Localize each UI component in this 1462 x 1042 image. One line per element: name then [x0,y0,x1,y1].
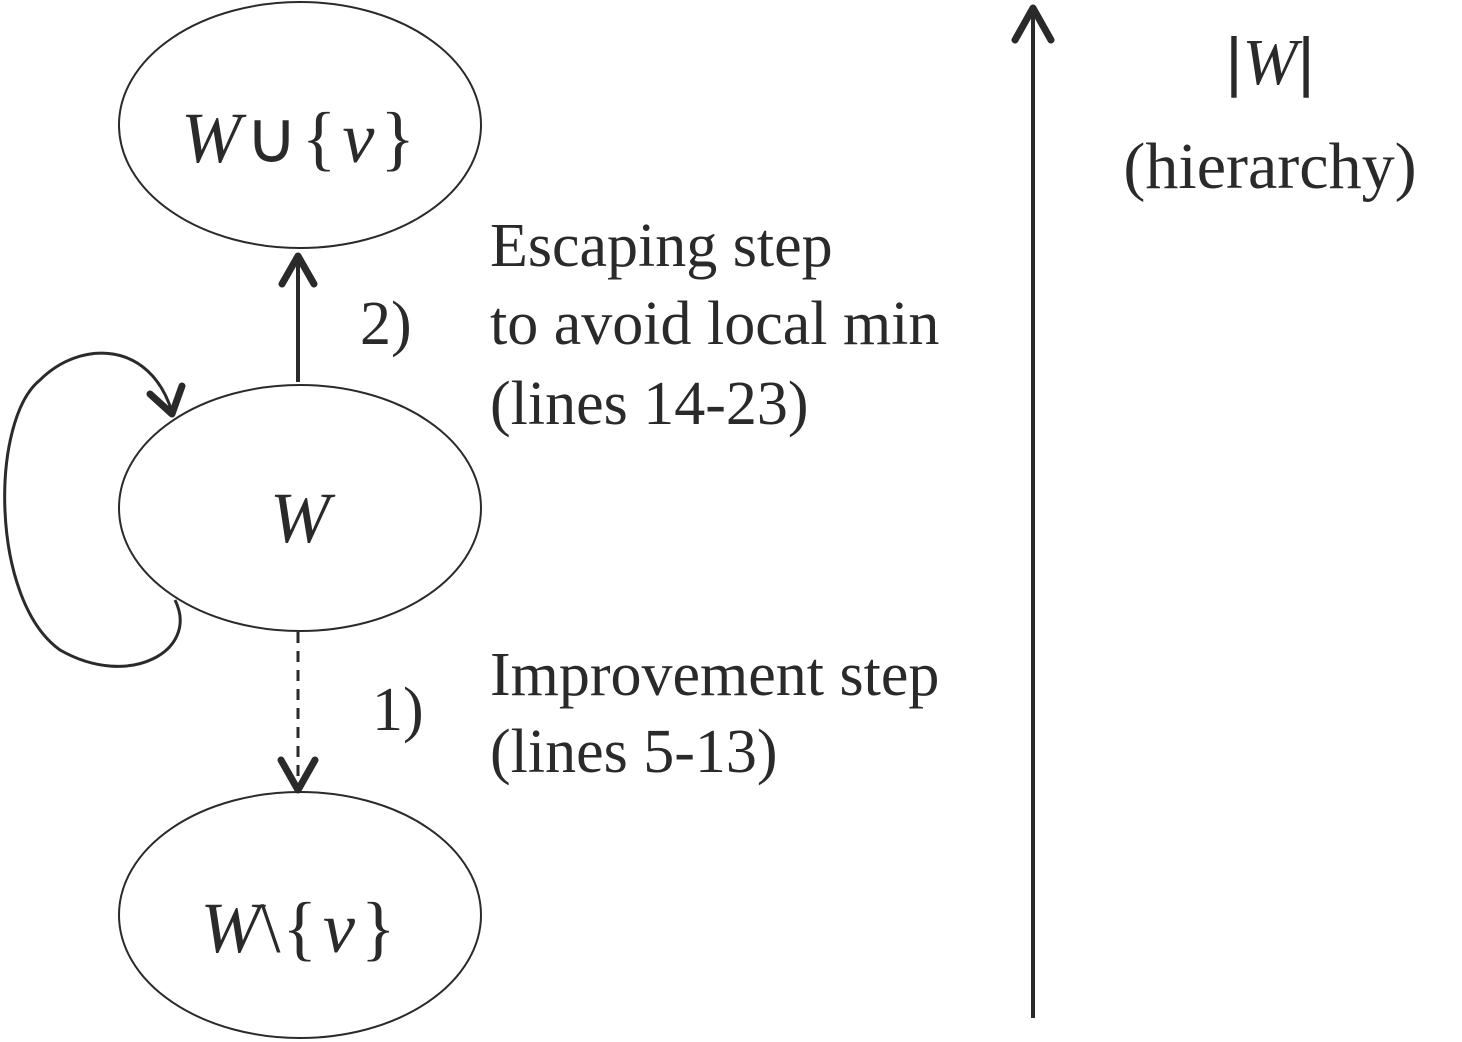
improvement-arrow [277,632,319,794]
escaping-arrow [278,252,318,382]
node-w-minus-v-open-brace: { [282,888,317,968]
escaping-step-line-1: Escaping step [490,212,833,280]
set-minus-symbol: \ [260,888,280,968]
hierarchy-axis-arrow-head [1011,4,1055,44]
hierarchy-axis [1011,4,1055,1018]
axis-size-label: |W| [1225,24,1314,99]
node-w-union-v-close-brace: } [380,98,415,178]
improvement-step-line-2: (lines 5-13) [490,718,778,786]
node-w-ellipse [118,384,482,632]
node-w-union-v-var: v [342,98,374,178]
self-loop-path [3,351,182,668]
self-loop-arrow [3,351,186,668]
node-w-minus-v-close-brace: } [361,888,396,968]
axis-bar-right: | [1297,24,1314,98]
node-w-minus-v-var: v [323,888,355,968]
hierarchy-axis-label: |W| (hierarchy) [1123,24,1416,203]
improvement-step-line-1: Improvement step [490,641,939,709]
improvement-step-label: 1) Improvement step (lines 5-13) [372,641,939,786]
axis-bar-left: | [1225,24,1242,98]
node-w-minus-v-base: W [200,888,266,968]
escaping-step-label: 2) Escaping step to avoid local min (lin… [360,212,939,438]
node-w-union-v-open-brace: { [302,98,337,178]
node-w-union-v-base: W [181,98,247,178]
escaping-step-line-2: to avoid local min [490,290,939,358]
improvement-step-number: 1) [372,676,424,744]
node-w: W [118,384,482,632]
node-w-union-v-label: W∪{v} [181,98,415,178]
node-w-union-v-ellipse [118,1,482,249]
escaping-step-line-3: (lines 14-23) [490,370,809,438]
axis-caption: (hierarchy) [1123,130,1416,203]
improvement-arrow-head [277,756,319,794]
self-loop-arrow-head [146,382,186,418]
escaping-arrow-head [278,252,318,288]
node-w-minus-v-label: W\{v} [200,888,395,968]
node-w-minus-v: W\{v} [118,791,482,1039]
node-w-label: W [270,478,336,558]
axis-var: W [1243,26,1303,99]
union-symbol: ∪ [245,98,298,178]
escaping-step-number: 2) [360,290,412,358]
node-w-union-v: W∪{v} [118,1,482,249]
